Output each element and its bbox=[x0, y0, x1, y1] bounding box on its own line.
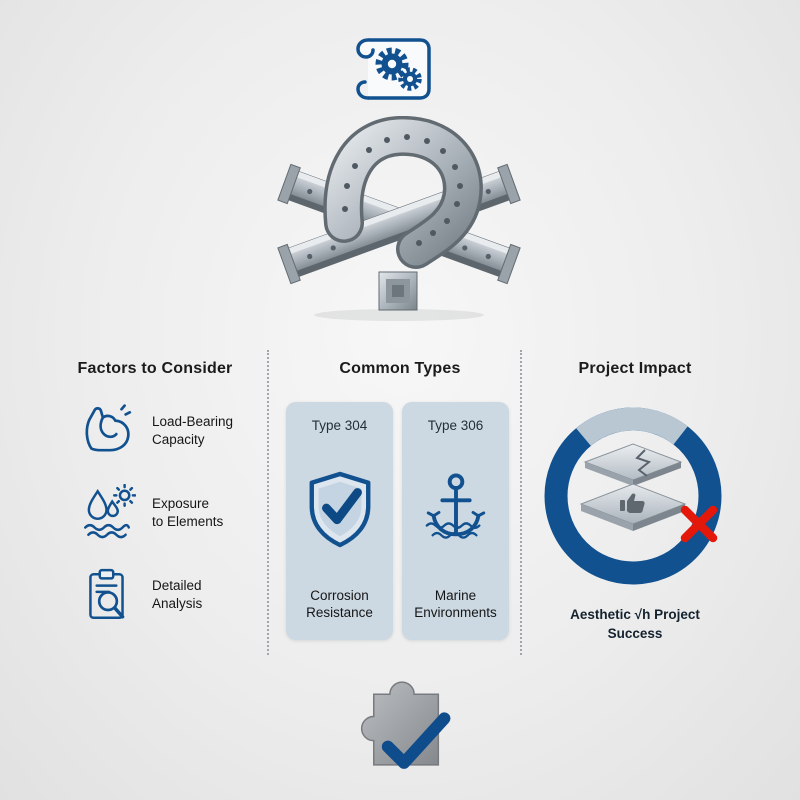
factors-title: Factors to Consider bbox=[77, 360, 233, 377]
steel-question-mark-illustration bbox=[258, 116, 540, 322]
question-mark-dot bbox=[378, 271, 418, 311]
water-drops-sun-icon bbox=[78, 484, 136, 542]
divider-left bbox=[267, 350, 269, 655]
red-x-icon bbox=[680, 505, 718, 543]
flexed-arm-icon bbox=[78, 402, 136, 460]
question-mark bbox=[323, 116, 483, 269]
puzzle-check-icon bbox=[335, 666, 467, 782]
impact-title: Project Impact bbox=[578, 360, 692, 377]
anchor-icon bbox=[419, 469, 493, 551]
card-title: Type 304 bbox=[311, 418, 368, 433]
factor-item-analysis: Detailed Analysis bbox=[78, 566, 278, 624]
card-label: Marine Environments bbox=[414, 587, 497, 621]
factor-label: Load-Bearing Capacity bbox=[152, 413, 234, 447]
types-title: Common Types bbox=[339, 360, 461, 377]
project-impact-chart bbox=[533, 398, 733, 613]
check-mark bbox=[381, 712, 451, 769]
donut-ring-accent bbox=[544, 407, 722, 585]
factor-label: Exposure to Elements bbox=[152, 495, 224, 529]
factor-label: Detailed Analysis bbox=[152, 577, 203, 611]
card-label: Corrosion Resistance bbox=[306, 587, 373, 621]
card-title: Type 306 bbox=[427, 418, 484, 433]
blueprint-gears-icon bbox=[346, 30, 438, 108]
divider-right bbox=[520, 350, 522, 655]
cracked-plate bbox=[583, 443, 683, 486]
impact-caption: Aesthetic √h Project Success bbox=[570, 607, 700, 641]
shield-check-icon bbox=[303, 469, 377, 551]
type-card-306: Type 306 Marine Environments bbox=[402, 402, 509, 640]
crack-icon bbox=[635, 449, 652, 477]
clipboard-magnifier-icon bbox=[78, 566, 136, 624]
factor-item-exposure: Exposure to Elements bbox=[78, 484, 278, 542]
thumbs-up-icon bbox=[620, 493, 645, 513]
approved-plate bbox=[579, 483, 687, 531]
factor-item-load-bearing: Load-Bearing Capacity bbox=[78, 402, 278, 460]
rivets bbox=[342, 134, 463, 246]
type-card-304: Type 304 Corrosion Resistance bbox=[286, 402, 393, 640]
